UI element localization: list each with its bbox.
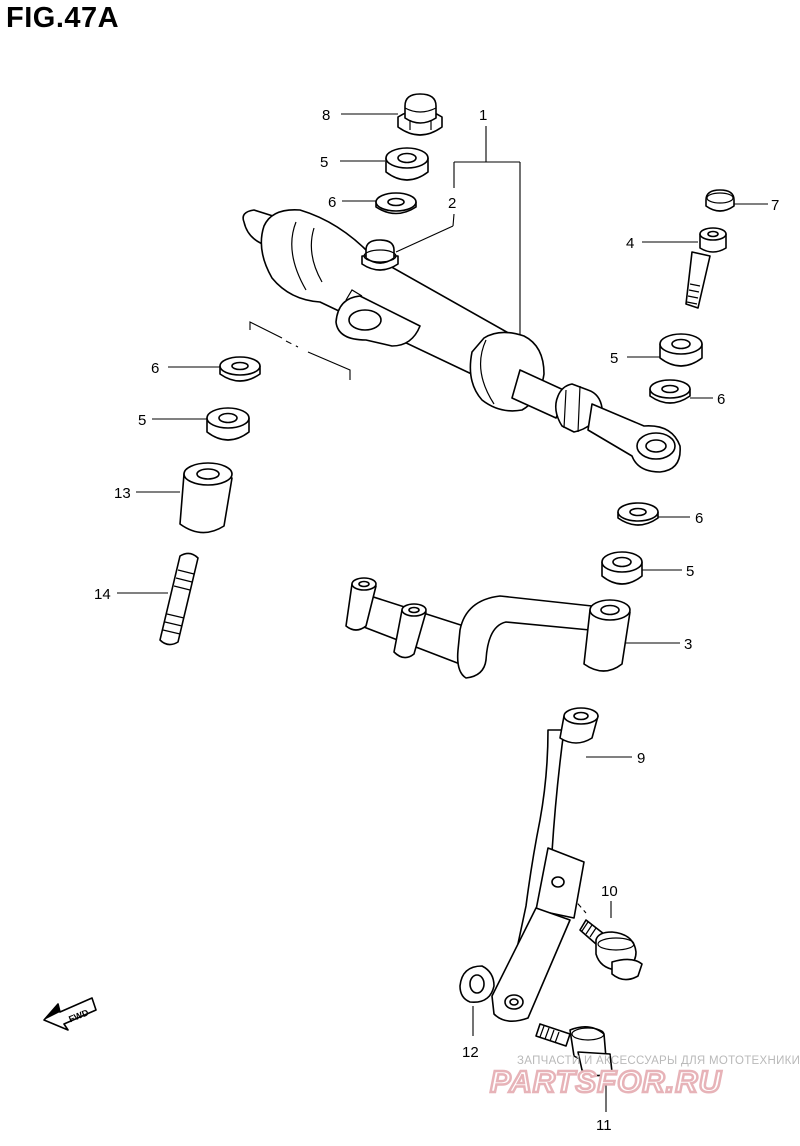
part-6-washer-top — [375, 192, 417, 215]
part-5-cushion-midright — [601, 551, 643, 585]
callout-11: 11 — [596, 1117, 612, 1134]
callout-5: 5 — [610, 350, 618, 367]
part-5-cushion-right — [659, 333, 703, 367]
callout-7: 7 — [771, 197, 779, 214]
callout-labels: 8 1 5 6 2 7 4 6 5 5 6 13 6 5 14 3 9 10 1… — [94, 107, 779, 1134]
watermark-logo: PARTSFOR.RU — [490, 1064, 723, 1099]
callout-13: 13 — [114, 485, 131, 502]
callout-5: 5 — [320, 154, 328, 171]
part-7-cap — [705, 189, 735, 212]
fwd-arrow-icon: FWD — [43, 997, 97, 1031]
part-13-collar — [179, 462, 233, 534]
figure-title: FIG.47A — [6, 2, 120, 34]
callout-9: 9 — [637, 750, 645, 767]
part-5-cushion-top — [385, 147, 429, 181]
callout-6: 6 — [717, 391, 725, 408]
callout-8: 8 — [322, 107, 330, 124]
part-14-stud — [159, 552, 199, 646]
callout-5: 5 — [686, 563, 694, 580]
callout-1: 1 — [479, 107, 487, 124]
callout-4: 4 — [626, 235, 634, 252]
callout-10: 10 — [601, 883, 618, 900]
callout-12: 12 — [462, 1044, 479, 1061]
part-3-bracket — [345, 577, 631, 679]
part-8-cap-nut — [397, 93, 443, 136]
part-6-washer-right — [649, 379, 691, 404]
part-9-stay — [491, 707, 599, 1022]
part-4-bolt — [685, 227, 727, 309]
callout-3: 3 — [684, 636, 692, 653]
part-5-cushion-left — [206, 407, 250, 441]
watermark-tagline: ЗАПЧАСТИ И АКСЕССУАРЫ ДЛЯ МОТОТЕХНИКИ — [517, 1055, 800, 1067]
leader-lines — [117, 113, 768, 1112]
part-6-washer-midright — [617, 502, 659, 526]
callout-14: 14 — [94, 586, 111, 603]
callout-6: 6 — [695, 510, 703, 527]
part-6-washer-left — [219, 356, 261, 382]
part-10-ball-joint — [579, 919, 643, 981]
part-1-steering-damper — [242, 209, 681, 473]
callout-5: 5 — [138, 412, 146, 429]
part-12-washer — [459, 965, 495, 1003]
callout-6: 6 — [151, 360, 159, 377]
callout-6: 6 — [328, 194, 336, 211]
part-11-bolt — [535, 1023, 613, 1077]
watermark: ЗАПЧАСТИ И АКСЕССУАРЫ ДЛЯ МОТОТЕХНИКИ PA… — [489, 1055, 800, 1100]
callout-2: 2 — [448, 195, 456, 212]
